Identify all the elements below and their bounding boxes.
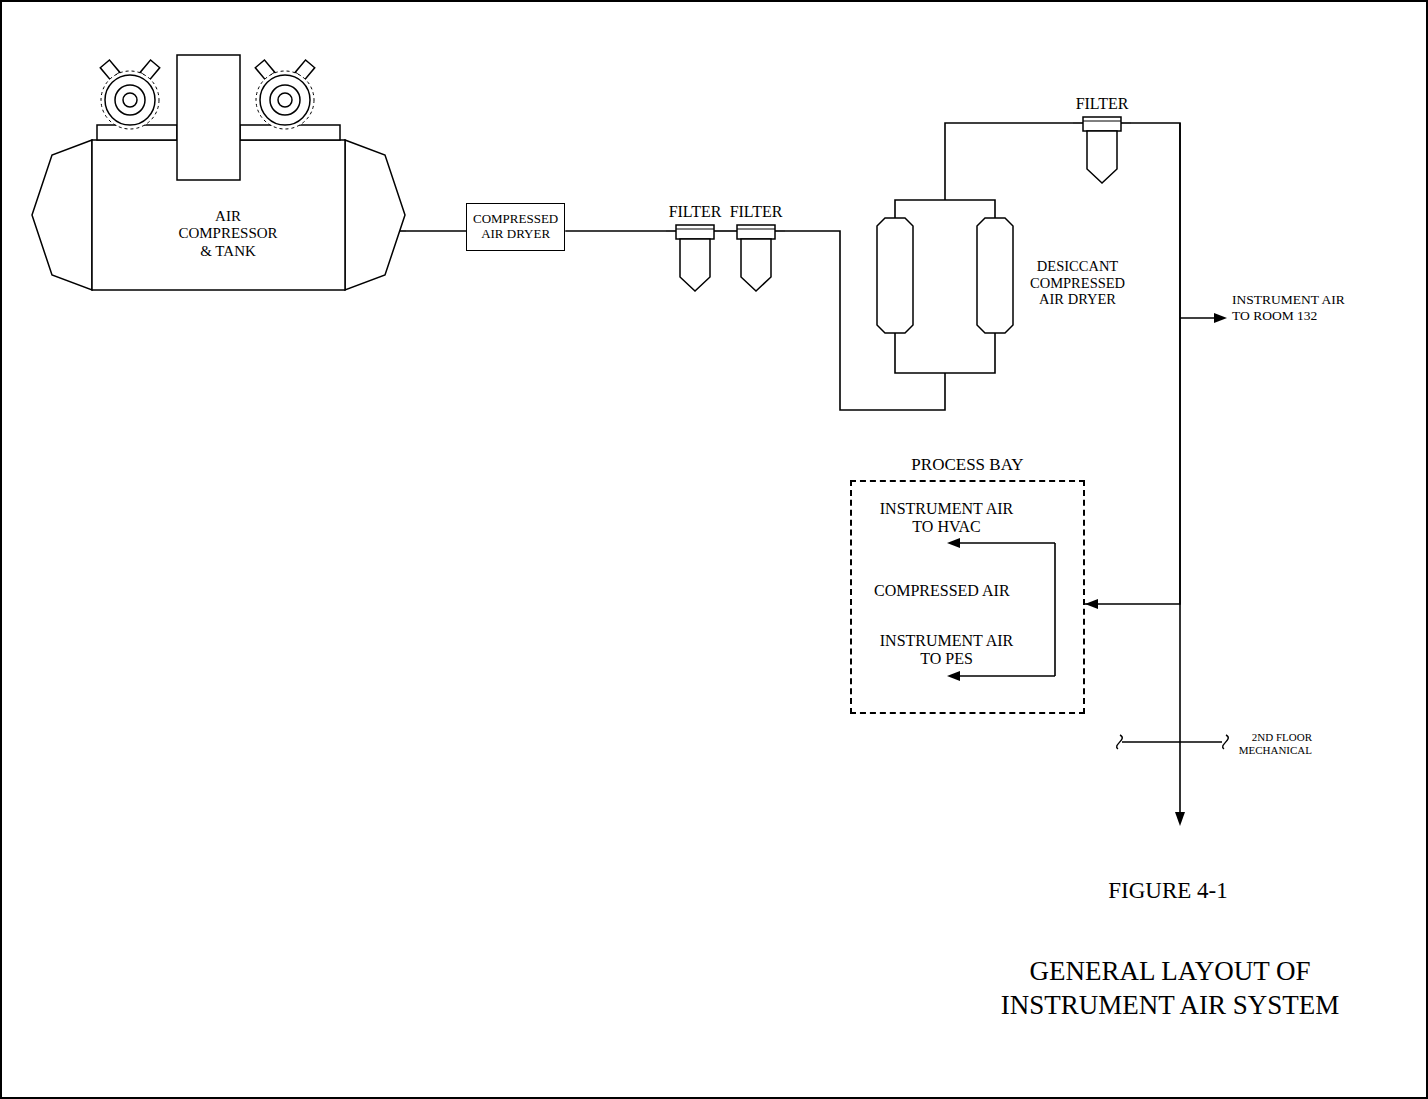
bay-air-line [958,542,1055,544]
filter-band [1083,121,1121,122]
outlet-stub [400,230,406,232]
motor-hub [278,93,292,107]
pipe-connector [785,231,945,410]
filter-band [676,229,714,230]
pipe-line [785,231,945,410]
filter-node: FILTER [1073,95,1131,185]
filter-symbol [666,221,724,293]
manifold-pipe [895,333,995,373]
tank-end [32,140,92,290]
arrow-head [1175,812,1185,826]
filter-bowl [1087,131,1117,183]
filter-label: FILTER [1073,95,1131,113]
motor-fins [101,71,159,129]
filter-label: FILTER [727,203,785,221]
pipe-connector [724,231,727,232]
arrow-head [1214,313,1227,323]
pipe-stub [666,230,676,232]
filter-symbol [1073,113,1131,185]
desiccant-vessel [977,218,1013,333]
pipe-stub [944,196,946,200]
pipe-stub [727,230,737,232]
motor-hub [123,93,137,107]
pipe-connector [565,231,666,232]
tank-end [345,140,405,290]
compressor-head [177,55,240,180]
pipe-connector [1085,123,1180,609]
pipe-stub [1121,122,1131,124]
desiccant-vessel [877,218,913,333]
pipe-stub [714,230,724,232]
pipe-connector [945,123,1073,196]
filter-node: FILTER [727,203,785,293]
filter-band [737,229,775,230]
area-label: PROCESS BAY [852,455,1083,475]
pipe-line [724,230,727,232]
filter-node: FILTER [666,203,724,293]
pipe-line [406,230,466,232]
destination-label: 2ND FLOOR MECHANICAL [1230,731,1312,756]
bay-air-line [958,675,1055,677]
pipe-line [565,230,666,232]
compressor-tank: AIR COMPRESSOR & TANK [30,50,406,292]
motor-body [260,75,310,125]
arrow-head [947,671,960,681]
branch-line [1180,317,1215,319]
filter-symbol [727,221,785,293]
manifold-pipe [895,200,995,218]
area-label: INSTRUMENT AIR TO PES [874,632,1019,669]
motor-ring [270,85,300,115]
branch-line [1122,741,1222,743]
arrow-head [1085,599,1098,609]
filter-bowl [680,239,710,291]
pipe-stub [775,230,785,232]
motor-ring [115,85,145,115]
bay-air-line [1054,543,1056,676]
filter-head [737,225,775,239]
pipe-line [1085,123,1180,604]
break-symbol [1117,735,1123,749]
filter-head [1083,117,1121,131]
area-label: INSTRUMENT AIR TO HVAC [874,500,1019,537]
equipment-label: COMPRESSED AIR DRYER [473,212,558,242]
figure-number: FIGURE 4-1 [968,878,1368,904]
destination-label: INSTRUMENT AIR TO ROOM 132 [1232,292,1357,323]
motor-fins [256,71,314,129]
pipe-line [945,123,1073,196]
filter-bowl [741,239,771,291]
pipe-stub [944,373,946,376]
figure-caption: GENERAL LAYOUT OF INSTRUMENT AIR SYSTEM [960,955,1380,1023]
pipe-connector [406,231,466,232]
dryer-box: COMPRESSED AIR DRYER [466,203,565,251]
equipment-label: AIR COMPRESSOR & TANK [178,208,277,260]
equipment-label: DESICCANT COMPRESSED AIR DRYER [1030,258,1125,308]
break-symbol [1223,735,1229,749]
desiccant-dryer: DESICCANT COMPRESSED AIR DRYER [868,196,1138,376]
process-bay: PROCESS BAYINSTRUMENT AIR TO HVACCOMPRES… [850,480,1085,714]
filter-label: FILTER [666,203,724,221]
arrow-head [947,538,960,548]
area-label: COMPRESSED AIR [874,582,1010,600]
pipe-stub [1073,122,1083,124]
filter-head [676,225,714,239]
motor-body [105,75,155,125]
